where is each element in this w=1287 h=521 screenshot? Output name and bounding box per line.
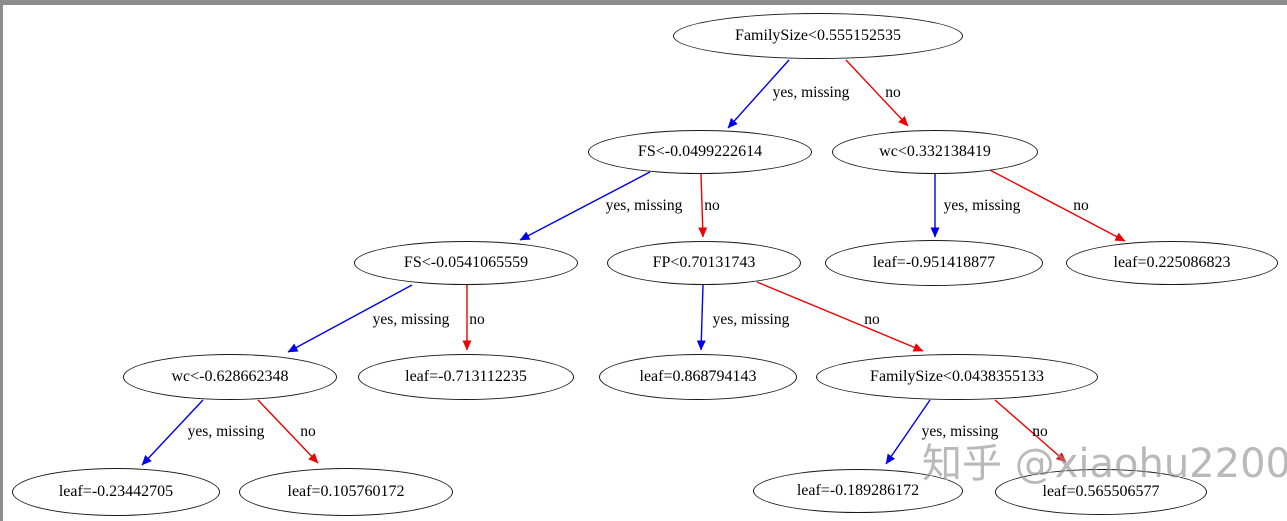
tree-node-n5: leaf=-0.951418877	[825, 240, 1043, 286]
tree-node-root: FamilySize<0.555152535	[673, 13, 963, 59]
node-label: FP<0.70131743	[652, 254, 756, 271]
edge-label-root-no: no	[885, 84, 901, 101]
edge-label-n4-no: no	[864, 311, 880, 328]
edge-label-n1-no: no	[704, 197, 720, 214]
edge-label-n4-yes: yes, missing	[712, 311, 790, 328]
node-label: leaf=-0.713112235	[405, 368, 527, 385]
edge-n7-yes	[141, 399, 204, 466]
tree-node-n7: wc<-0.628662348	[123, 354, 337, 400]
node-label: leaf=0.225086823	[1113, 254, 1231, 271]
edge-root-no	[845, 59, 909, 127]
node-label: wc<-0.628662348	[171, 368, 289, 385]
node-label: leaf=-0.23442705	[58, 483, 174, 500]
edge-label-n3-yes: yes, missing	[372, 311, 450, 328]
edge-label-n1-yes: yes, missing	[605, 197, 683, 214]
edge-label-n2-no: no	[1073, 197, 1089, 214]
tree-node-n13: leaf=-0.189286172	[753, 469, 963, 513]
edge-label-root-yes: yes, missing	[772, 84, 850, 101]
edge-root-yes	[727, 59, 790, 129]
edge-n3-yes	[287, 284, 413, 353]
edge-n10-no	[994, 399, 1067, 463]
node-label: leaf=-0.189286172	[796, 482, 920, 499]
edge-label-n2-yes: yes, missing	[943, 197, 1021, 214]
window-left-border	[0, 0, 3, 521]
edge-n10-yes	[885, 399, 931, 465]
window-top-border	[0, 0, 1287, 5]
tree-node-n6: leaf=0.225086823	[1066, 241, 1278, 285]
edge-n4-no	[756, 281, 924, 352]
node-label: leaf=0.868794143	[639, 368, 757, 385]
edge-n1-yes	[519, 171, 651, 241]
node-label: FS<-0.0541065559	[403, 254, 529, 271]
edge-label-n10-yes: yes, missing	[921, 423, 999, 440]
node-label: FamilySize<0.0438355133	[870, 368, 1044, 385]
tree-node-n14: leaf=0.565506577	[995, 469, 1207, 515]
edge-label-n7-no: no	[300, 423, 316, 440]
node-label: leaf=-0.951418877	[872, 254, 996, 271]
tree-node-n8: leaf=-0.713112235	[358, 354, 574, 400]
edge-label-n10-no: no	[1032, 423, 1048, 440]
node-label: FS<-0.0499222614	[637, 143, 763, 160]
tree-node-n10: FamilySize<0.0438355133	[816, 354, 1098, 400]
node-label: FamilySize<0.555152535	[735, 27, 901, 44]
node-label: leaf=0.105760172	[287, 483, 405, 500]
tree-node-n12: leaf=0.105760172	[239, 468, 453, 516]
edge-n4-yes	[696, 284, 706, 351]
edge-label-n7-yes: yes, missing	[187, 423, 265, 440]
edge-n1-no	[698, 173, 708, 238]
tree-node-n3: FS<-0.0541065559	[354, 241, 578, 285]
node-label: leaf=0.565506577	[1042, 483, 1160, 500]
tree-node-n4: FP<0.70131743	[607, 241, 801, 285]
tree-node-n9: leaf=0.868794143	[599, 354, 797, 400]
edge-label-n3-no: no	[469, 311, 485, 328]
tree-node-n1: FS<-0.0499222614	[588, 130, 812, 174]
edge-n7-no	[257, 399, 319, 464]
tree-node-n11: leaf=-0.23442705	[12, 468, 220, 516]
edge-n2-no	[987, 168, 1126, 242]
tree-node-n2: wc<0.332138419	[832, 130, 1038, 174]
node-label: wc<0.332138419	[879, 143, 991, 160]
